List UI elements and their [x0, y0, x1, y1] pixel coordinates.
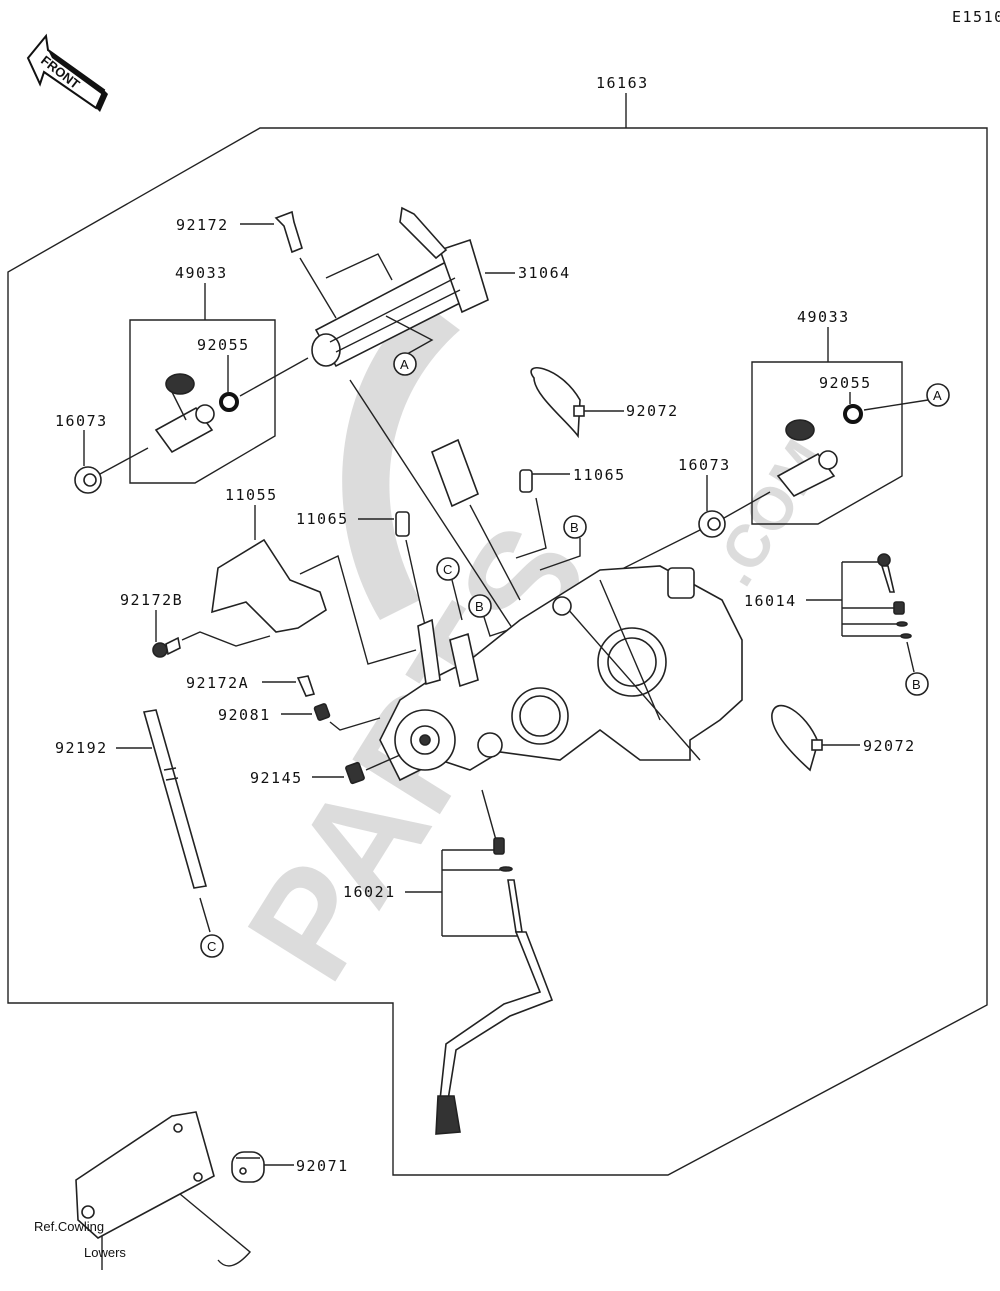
- cap-11065-right: [519, 469, 533, 493]
- label-11065-right: 11065: [573, 466, 626, 484]
- label-92055-right: 92055: [819, 374, 872, 392]
- bolt-92172-part: [274, 210, 303, 254]
- ref-marker-a-top: [393, 352, 417, 376]
- screw-16014-part: [877, 553, 912, 639]
- label-16021: 16021: [343, 883, 396, 901]
- label-92072-top: 92072: [626, 402, 679, 420]
- ref-marker-b-upper: [563, 515, 587, 539]
- clamp-92072-top-part: [530, 367, 585, 439]
- hose-92192-part: [142, 709, 208, 889]
- ref-marker-b-right-label: B: [912, 677, 921, 692]
- label-11055: 11055: [225, 486, 278, 504]
- ref-marker-c-upper-label: C: [443, 562, 452, 577]
- label-31064: 31064: [518, 264, 571, 282]
- bolt-92172B-part: [152, 636, 181, 658]
- sensor-16021-part: [435, 837, 554, 1135]
- oring-92055-right: [843, 404, 863, 424]
- ref-marker-b-right: [905, 672, 929, 696]
- ref-marker-b-mid-label: B: [475, 599, 484, 614]
- ref-marker-b-upper-label: B: [570, 520, 579, 535]
- injector-right-part: [776, 419, 838, 498]
- label-92172B: 92172B: [120, 591, 183, 609]
- injector-left-part: [154, 373, 215, 454]
- fuel-rail-part: [311, 206, 489, 368]
- diagram-code: E1510: [952, 8, 1000, 26]
- ref-marker-c-lower: [200, 934, 224, 958]
- ref-marker-a-right-label: A: [933, 388, 942, 403]
- reference-note-line2: Lowers: [84, 1245, 126, 1260]
- label-49033-right: 49033: [797, 308, 850, 326]
- clamp-92072-bottom-part: [771, 704, 823, 772]
- cowling-bracket-part: [75, 1111, 251, 1267]
- label-16014: 16014: [744, 592, 797, 610]
- bracket-11055-part: [211, 538, 327, 633]
- cap-11065-left: [395, 511, 410, 537]
- label-92081: 92081: [218, 706, 271, 724]
- oring-92055-left: [219, 392, 239, 412]
- grommet-92071-part: [231, 1151, 265, 1183]
- assembly-outline: [7, 93, 988, 1176]
- label-92192: 92192: [55, 739, 108, 757]
- front-arrow-icon: FRONT: [26, 33, 108, 112]
- label-92172: 92172: [176, 216, 229, 234]
- ref-marker-a-top-label: A: [400, 357, 409, 372]
- ref-marker-a-right: [926, 383, 950, 407]
- ref-marker-b-mid: [468, 594, 492, 618]
- ref-marker-c-upper: [436, 557, 460, 581]
- screw-92172A-part: [296, 675, 316, 697]
- label-16163: 16163: [596, 74, 649, 92]
- spring-92081-part: [313, 703, 331, 721]
- label-92172A: 92172A: [186, 674, 249, 692]
- label-16073-left: 16073: [55, 412, 108, 430]
- label-92055-left: 92055: [197, 336, 250, 354]
- label-92071: 92071: [296, 1157, 349, 1175]
- label-16073-right: 16073: [678, 456, 731, 474]
- label-92145: 92145: [250, 769, 303, 787]
- label-49033-left: 49033: [175, 264, 228, 282]
- reference-note-line1: Ref.Cowling: [34, 1219, 104, 1234]
- label-92072-bottom: 92072: [863, 737, 916, 755]
- spring-92145-part: [345, 761, 365, 785]
- sensor-connector-part: [430, 438, 521, 601]
- ref-marker-c-lower-label: C: [207, 939, 216, 954]
- label-11065-left: 11065: [296, 510, 349, 528]
- throttle-body-part: [379, 565, 743, 782]
